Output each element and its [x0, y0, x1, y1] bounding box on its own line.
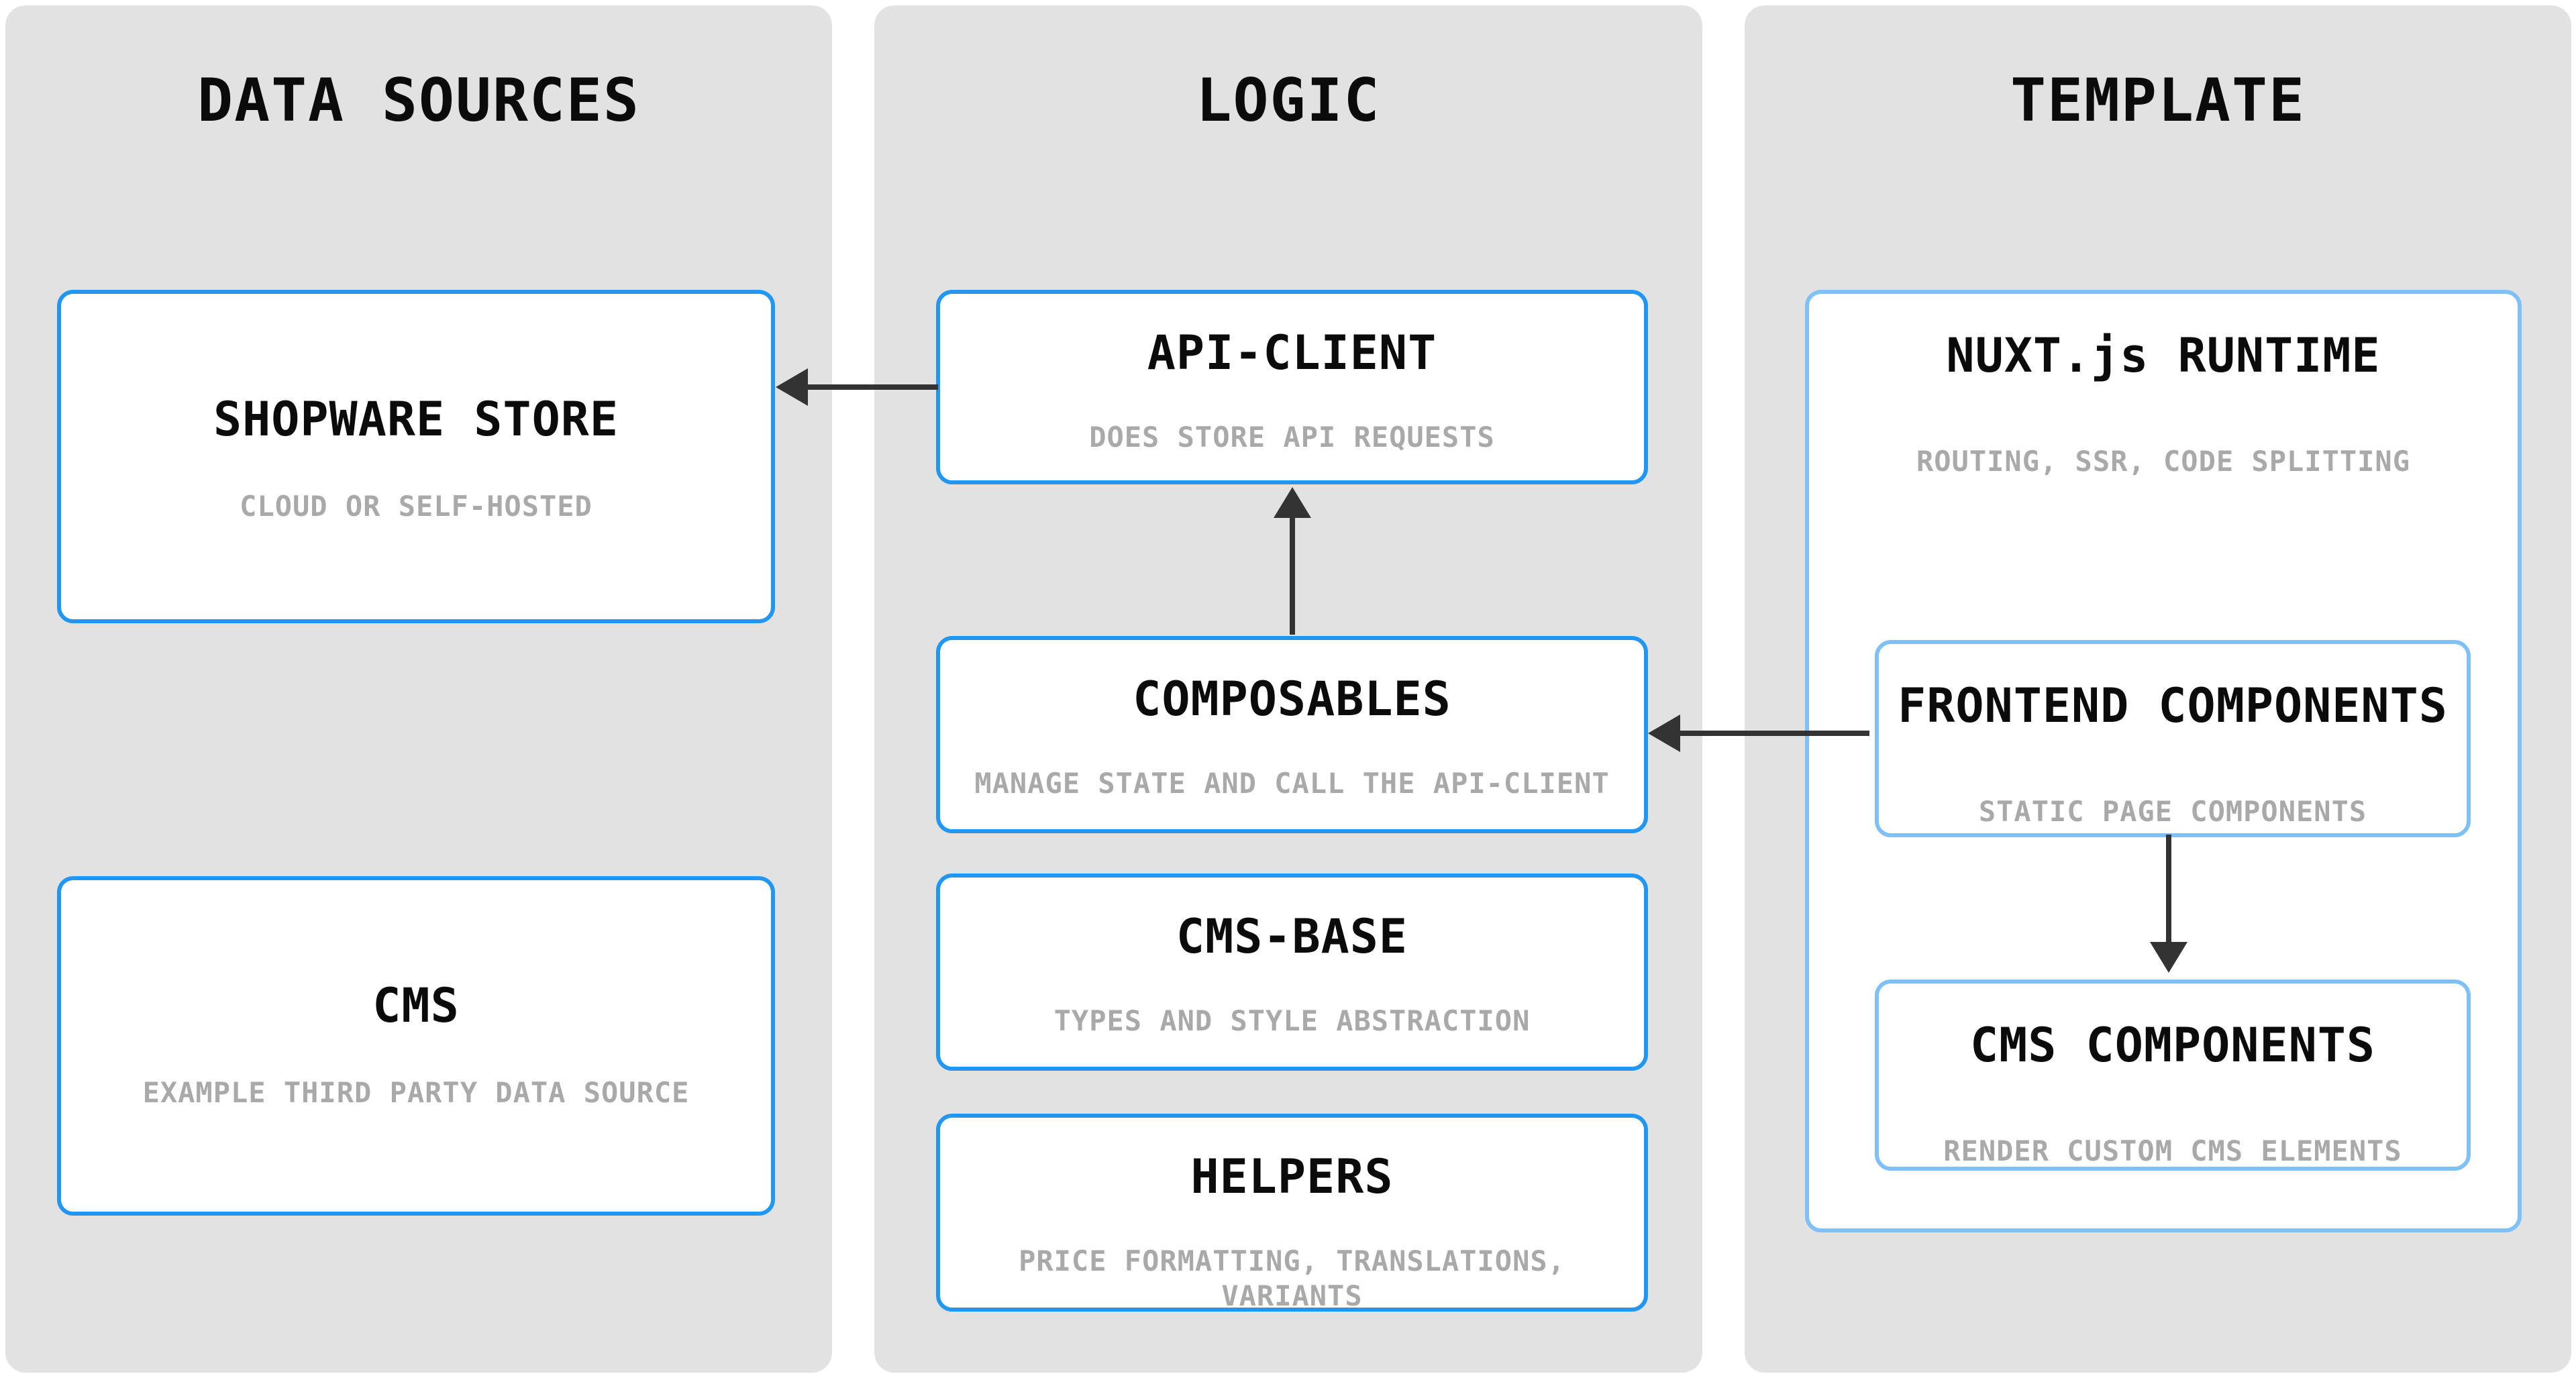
box-frontend-components: FRONTEND COMPONENTS STATIC PAGE COMPONEN…	[1875, 640, 2471, 837]
box-title-frontend-components: FRONTEND COMPONENTS	[1898, 678, 2448, 733]
box-title-api-client: API-CLIENT	[1147, 325, 1437, 380]
box-title-cms-base: CMS-BASE	[1176, 909, 1408, 964]
column-data-sources: DATA SOURCES SHOPWARE STORE CLOUD OR SEL…	[5, 5, 832, 1373]
box-cms-base: CMS-BASE TYPES AND STYLE ABSTRACTION	[936, 873, 1648, 1071]
box-subtitle-cms-base: TYPES AND STYLE ABSTRACTION	[1053, 1004, 1531, 1037]
box-subtitle-api-client: DOES STORE API REQUESTS	[1089, 421, 1495, 454]
box-subtitle-composables: MANAGE STATE AND CALL THE API-CLIENT	[974, 767, 1610, 800]
box-subtitle-cms: EXAMPLE THIRD PARTY DATA SOURCE	[142, 1076, 690, 1109]
column-template: TEMPLATE NUXT.js RUNTIME ROUTING, SSR, C…	[1745, 5, 2571, 1373]
box-title-shopware-store: SHOPWARE STORE	[213, 392, 619, 447]
box-nuxt-runtime: NUXT.js RUNTIME ROUTING, SSR, CODE SPLIT…	[1805, 290, 2522, 1232]
box-title-nuxt-runtime: NUXT.js RUNTIME	[1946, 328, 2381, 383]
box-subtitle-helpers: PRICE FORMATTING, TRANSLATIONS, VARIANTS	[1019, 1244, 1565, 1312]
box-cms-components: CMS COMPONENTS RENDER CUSTOM CMS ELEMENT…	[1875, 979, 2471, 1171]
box-api-client: API-CLIENT DOES STORE API REQUESTS	[936, 290, 1648, 484]
column-title-data-sources: DATA SOURCES	[197, 66, 640, 135]
column-title-template: TEMPLATE	[2010, 66, 2306, 135]
column-logic: LOGIC API-CLIENT DOES STORE API REQUESTS…	[874, 5, 1702, 1373]
box-subtitle-cms-components: RENDER CUSTOM CMS ELEMENTS	[1943, 1134, 2402, 1167]
box-title-helpers: HELPERS	[1190, 1149, 1394, 1204]
box-subtitle-shopware-store: CLOUD OR SELF-HOSTED	[240, 490, 593, 523]
column-title-logic: LOGIC	[1196, 66, 1381, 135]
box-subtitle-frontend-components: STATIC PAGE COMPONENTS	[1978, 795, 2367, 828]
box-title-cms-components: CMS COMPONENTS	[1969, 1018, 2375, 1073]
box-cms: CMS EXAMPLE THIRD PARTY DATA SOURCE	[57, 876, 775, 1216]
box-composables: COMPOSABLES MANAGE STATE AND CALL THE AP…	[936, 636, 1648, 833]
box-subtitle-nuxt-runtime: ROUTING, SSR, CODE SPLITTING	[1916, 445, 2410, 478]
box-helpers: HELPERS PRICE FORMATTING, TRANSLATIONS, …	[936, 1114, 1648, 1312]
box-shopware-store: SHOPWARE STORE CLOUD OR SELF-HOSTED	[57, 290, 775, 623]
box-title-composables: COMPOSABLES	[1133, 672, 1451, 727]
box-title-cms: CMS	[372, 978, 460, 1033]
